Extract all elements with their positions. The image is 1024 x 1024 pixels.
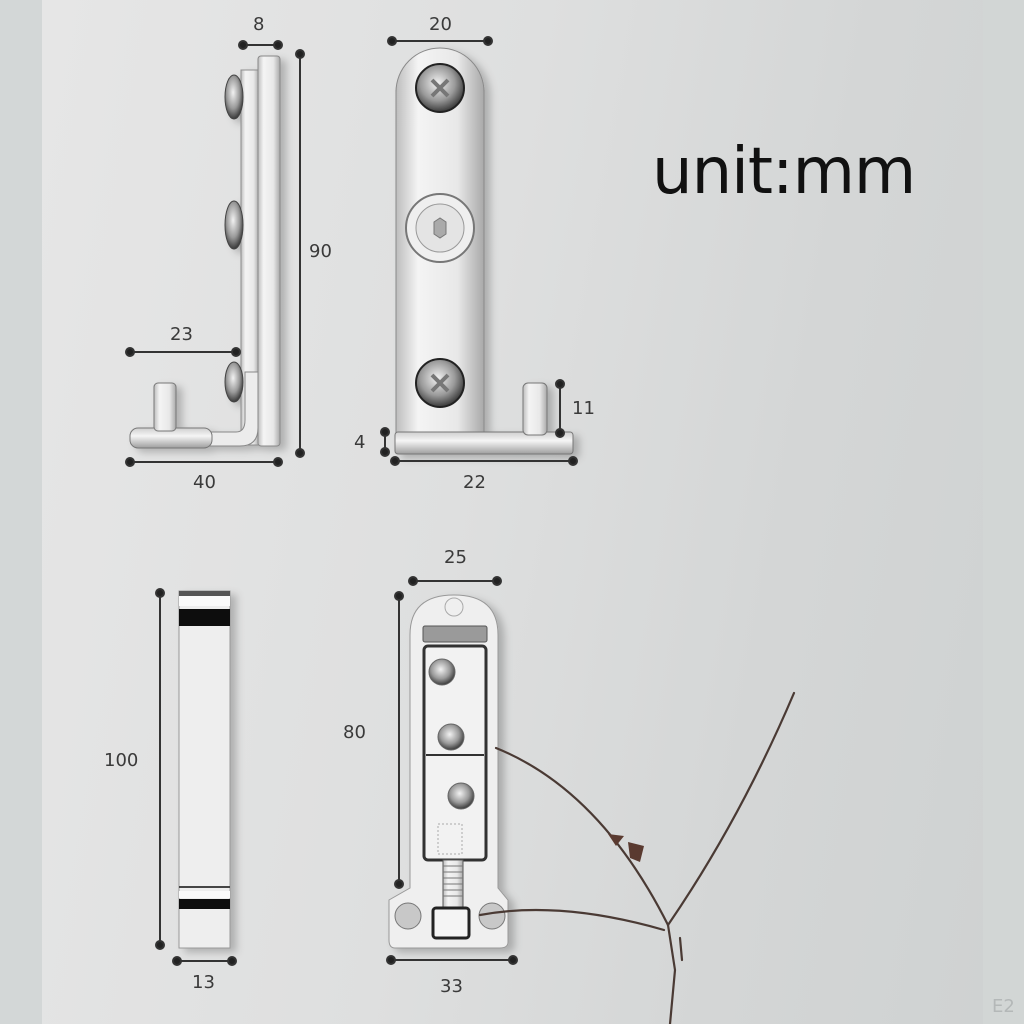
front-view-pin-height-label: 11 [572,398,595,419]
receiver-height-label: 80 [343,722,366,743]
side-view-top-width-label: 8 [253,14,265,35]
bar-side-view-dimension-lines [155,588,237,966]
receiver-top-width-label: 25 [444,547,467,568]
front-view-dimension-lines [380,36,578,466]
front-view-top-width-label: 20 [429,14,452,35]
side-view-pin-offset-label: 23 [170,324,193,345]
side-view-base-length-label: 40 [193,472,216,493]
side-view-height-label: 90 [309,241,332,262]
watermark: E2 [992,996,1015,1017]
front-view-base-thickness-label: 4 [354,432,366,453]
receiver-hinge [388,594,509,949]
bar-side-view [178,590,231,949]
front-view-base-length-label: 22 [463,472,486,493]
right-border-strip [983,0,1024,1024]
receiver-base-width-label: 33 [440,976,463,997]
bar-height-label: 100 [104,750,139,771]
bar-width-label: 13 [192,972,215,993]
side-view-hinge [129,55,281,449]
front-view-hinge [394,47,574,455]
decorative-branch [478,691,796,1024]
side-view-dimension-lines [125,40,305,467]
unit-title: unit:mm [652,135,916,209]
receiver-dimension-lines [386,576,518,965]
